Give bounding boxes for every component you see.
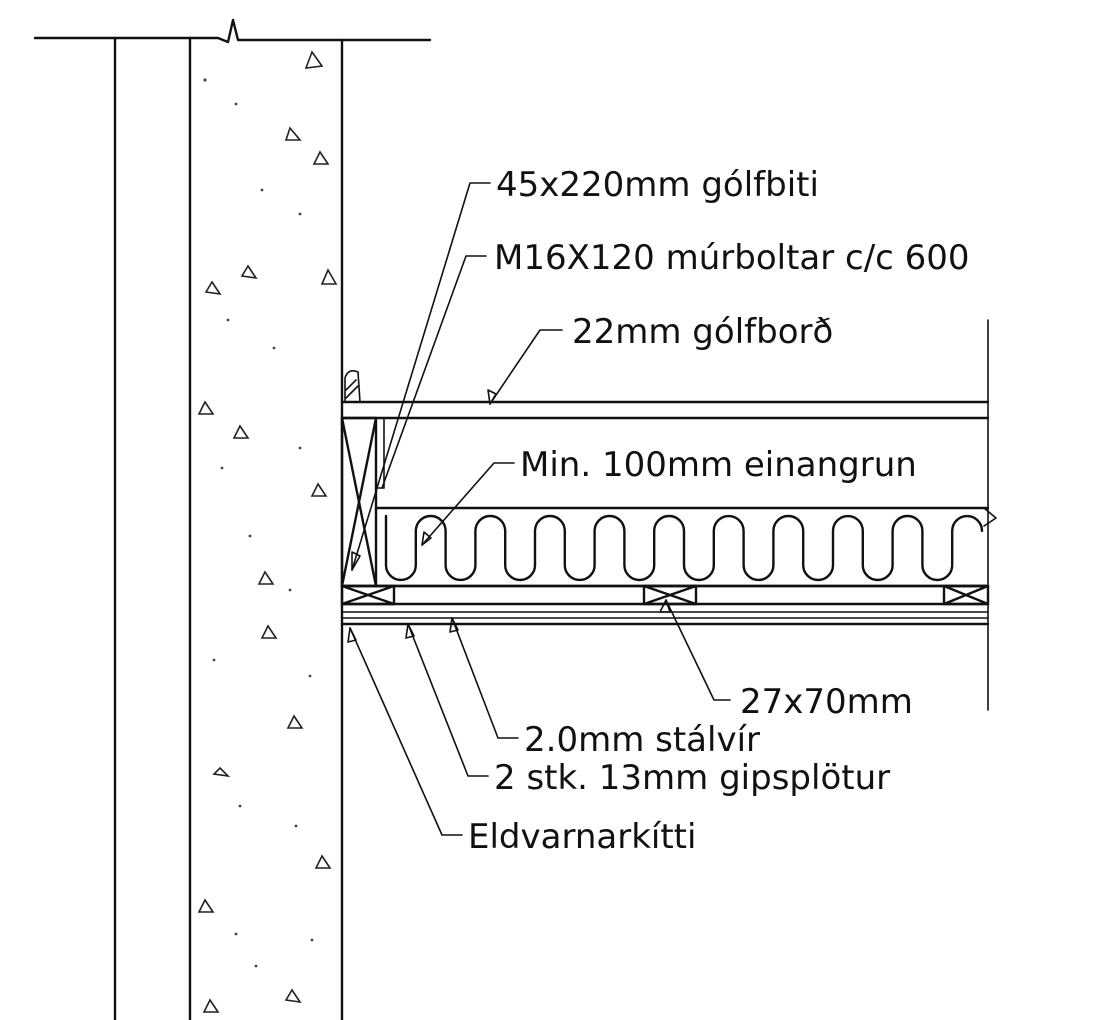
concrete-aggregate bbox=[197, 50, 338, 1013]
label-joist: 45x220mm gólfbiti bbox=[496, 165, 819, 205]
insulation-end-break bbox=[983, 507, 997, 527]
arrow-floorboard bbox=[487, 389, 497, 405]
leader-joist bbox=[351, 182, 491, 571]
label-batten: 27x70mm bbox=[740, 682, 913, 722]
arrow-steel-wire bbox=[449, 617, 459, 633]
ceiling-battens bbox=[340, 584, 990, 606]
label-floorboard: 22mm gólfborð bbox=[572, 312, 833, 352]
label-insulation: Min. 100mm einangrun bbox=[520, 445, 917, 485]
label-steel-wire: 2.0mm stálvír bbox=[524, 720, 760, 760]
label-fire-sealant: Eldvarnarkítti bbox=[468, 817, 696, 857]
arrow-joist bbox=[351, 551, 361, 571]
concrete-speckles bbox=[203, 78, 314, 968]
fire-sealant-hatch bbox=[344, 370, 361, 403]
leader-batten bbox=[665, 599, 731, 701]
arrow-batten bbox=[659, 599, 671, 613]
leader-lines bbox=[347, 182, 731, 836]
label-gypsum: 2 stk. 13mm gipsplötur bbox=[494, 758, 890, 798]
floor-assembly bbox=[340, 319, 997, 711]
label-bolts: M16X120 múrboltar c/c 600 bbox=[494, 238, 970, 278]
break-line bbox=[33, 18, 432, 44]
arrow-insulation bbox=[421, 531, 432, 546]
leader-floorboard bbox=[489, 329, 563, 405]
leader-bolts bbox=[381, 255, 487, 489]
leader-fire-sealant bbox=[349, 627, 463, 836]
concrete-wall bbox=[33, 18, 432, 1020]
annotation-labels: 45x220mm gólfbiti M16X120 múrboltar c/c … bbox=[468, 165, 970, 857]
leader-steel-wire bbox=[451, 617, 519, 739]
bolt-head bbox=[375, 417, 385, 489]
leader-gypsum bbox=[407, 623, 489, 777]
insulation-wave bbox=[384, 514, 984, 582]
arrow-gypsum bbox=[405, 623, 415, 639]
leader-insulation bbox=[421, 462, 515, 546]
arrow-fire-sealant bbox=[347, 627, 357, 643]
